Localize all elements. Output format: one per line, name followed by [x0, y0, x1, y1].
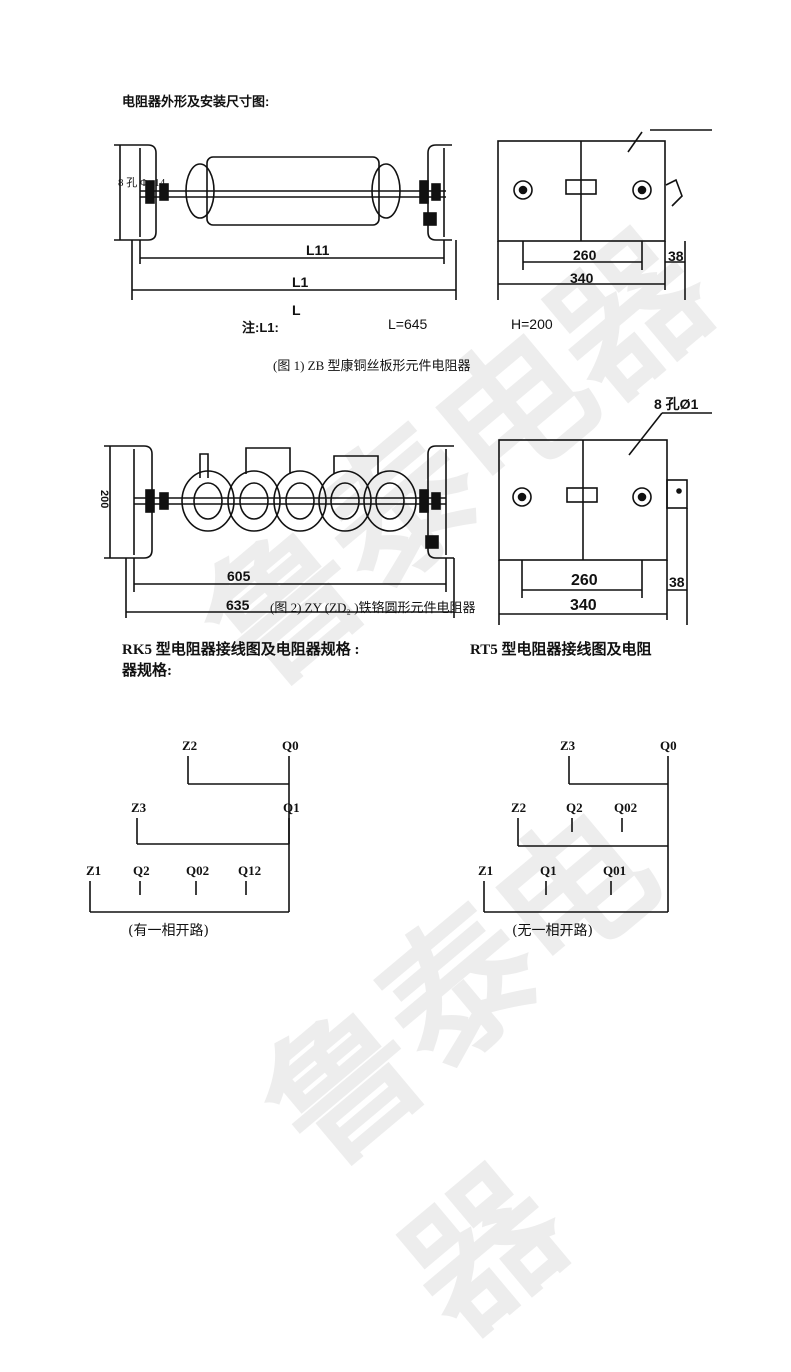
wr-z3: Z3	[560, 738, 576, 753]
page-title: 电阻器外形及安装尺寸图:	[122, 94, 270, 109]
wr-q01: Q01	[603, 863, 627, 878]
fig1-dim-l: L	[292, 302, 301, 318]
wr-q1: Q1	[540, 863, 557, 878]
rk5-title: RK5 型电阻器接线图及电阻器规格 :	[122, 642, 360, 658]
fig2-caption: (图 2) ZY (ZD₂ )铁铬圆形元件电阻器	[270, 600, 476, 615]
fig1-note-h: H=200	[511, 316, 553, 332]
wl-q2: Q2	[133, 863, 150, 878]
fig1-dim-260: 260	[573, 247, 597, 263]
wr-q0: Q0	[660, 738, 677, 753]
wr-z2: Z2	[511, 800, 527, 815]
rt5-title: RT5 型电阻器接线图及电阻	[470, 642, 652, 658]
fig1-note-l: L=645	[388, 316, 428, 332]
fig1-dim-340: 340	[570, 270, 594, 286]
fig2-dim-635: 635	[226, 597, 250, 613]
wl-q0: Q0	[282, 738, 299, 753]
fig1-dim-l1: L1	[292, 274, 309, 290]
wr-caption: (无一相开路)	[512, 923, 593, 939]
wl-q02: Q02	[186, 863, 210, 878]
figure1-drawing	[89, 129, 712, 913]
wr-q2: Q2	[566, 800, 583, 815]
fig2-dim-260: 260	[571, 572, 598, 589]
wr-q02: Q02	[614, 800, 638, 815]
fig1-note-prefix: 注:L1:	[242, 320, 279, 335]
fig2-hole-note: 8 孔Ø1	[654, 396, 699, 412]
wr-z1: Z1	[478, 863, 494, 878]
fig2-dim-605: 605	[227, 568, 251, 584]
wl-caption: (有一相开路)	[128, 923, 209, 939]
fig1-dim-38: 38	[668, 248, 684, 264]
fig1-caption: (图 1) ZB 型康铜丝板形元件电阻器	[273, 358, 471, 373]
fig2-dim-340: 340	[570, 597, 597, 614]
wl-z1: Z1	[86, 863, 102, 878]
wl-q1: Q1	[283, 800, 300, 815]
fig2-dim-200: 200	[98, 490, 110, 509]
fig2-dim-38: 38	[669, 574, 685, 590]
fig1-dim-l11: L11	[306, 242, 330, 258]
wl-q12: Q12	[238, 863, 262, 878]
wl-z2: Z2	[182, 738, 198, 753]
fig1-hole-note: 8 孔 Φ×14	[118, 177, 166, 189]
rk5-title-line2: 器规格:	[122, 663, 172, 679]
wl-z3: Z3	[131, 800, 147, 815]
